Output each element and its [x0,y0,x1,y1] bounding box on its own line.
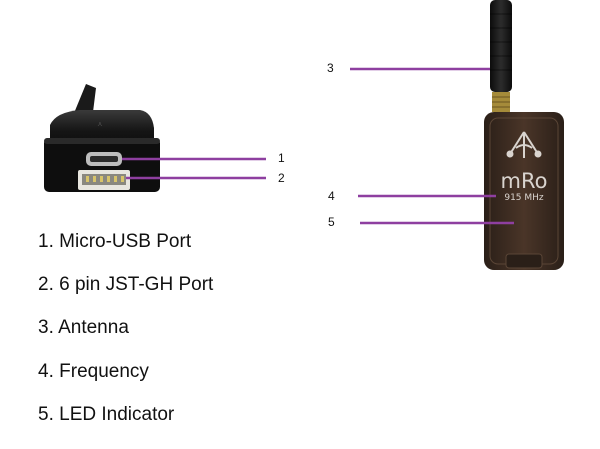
mro-logo-icon [506,131,542,158]
callout-number-2: 2 [278,171,285,185]
legend-number: 1. [38,231,54,252]
legend-item-antenna: 3. Antenna [38,317,129,339]
callout-number-4: 4 [328,189,335,203]
radio-bottom-connector [505,253,543,269]
legend-label: LED Indicator [59,404,175,425]
radio-case [484,112,564,270]
antenna [490,0,512,92]
callout-number-5: 5 [328,215,335,229]
legend-label: Micro-USB Port [59,231,192,252]
frequency-text: 915 MHz [504,193,544,203]
left-radio-device: ⋏ [44,84,160,192]
right-radio-device: mRo 915 MHz [484,0,564,270]
brand-text: mRo [501,169,548,193]
legend-label: 6 pin JST-GH Port [59,274,214,295]
legend-item-jst-gh: 2. 6 pin JST-GH Port [38,274,213,296]
legend-label: Frequency [59,361,149,382]
left-device-logo-mark: ⋏ [97,121,102,128]
legend-number: 4. [38,361,54,382]
legend-number: 2. [38,274,54,295]
legend-item-frequency: 4. Frequency [38,361,149,383]
legend-item-led: 5. LED Indicator [38,404,174,426]
legend-number: 3. [38,317,54,338]
legend-item-micro-usb: 1. Micro-USB Port [38,231,191,253]
legend-number: 5. [38,404,54,425]
callout-number-1: 1 [278,151,285,165]
callout-number-3: 3 [327,61,334,75]
legend-label: Antenna [58,317,129,338]
